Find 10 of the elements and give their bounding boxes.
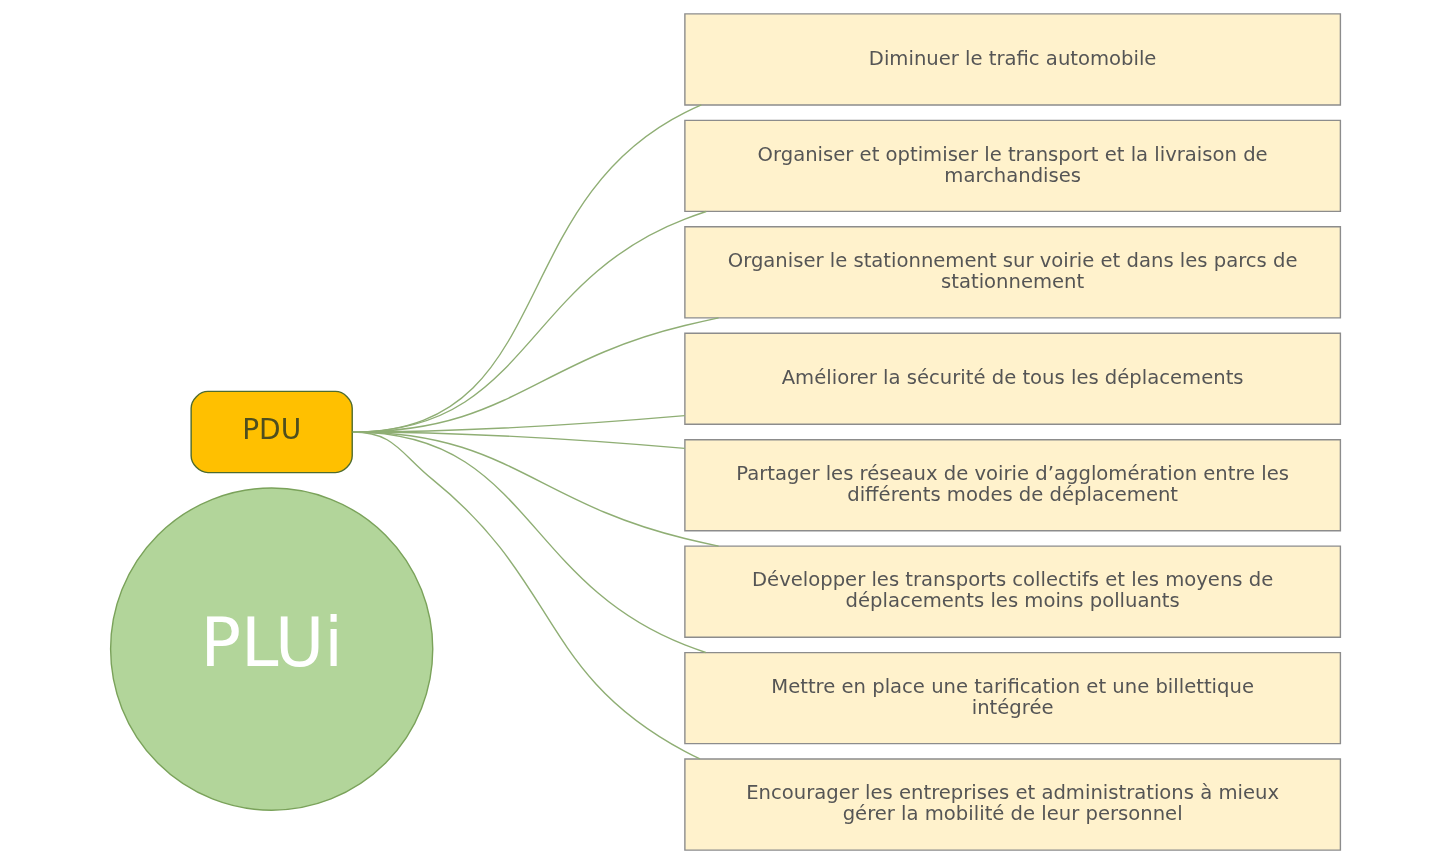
node-box: Diminuer le trafic automobile [683,13,1341,106]
node-box: Mettre en place une tarification et une billettique intégrée [683,651,1341,745]
node-box: Développer les transports collectifs et les moyens de déplacements les moins polluants [683,545,1341,638]
node-box: Organiser le stationnement sur voirie et dans les parcs de stationnement [683,226,1341,319]
node-box: Organiser et optimiser le transport et la livraison de marchandises [683,119,1341,213]
node-box: Partager les réseaux de voirie d’agglomération entre les différents modes de déplacement [683,439,1341,532]
node-box: Améliorer la sécurité de tous les déplacements [683,332,1341,425]
node-box: Encourager les entreprises et administrations à mieux gérer la mobilité de leur personnel [683,758,1341,851]
node-box: PDU [189,390,353,474]
node-circle: PLUi [109,487,433,811]
